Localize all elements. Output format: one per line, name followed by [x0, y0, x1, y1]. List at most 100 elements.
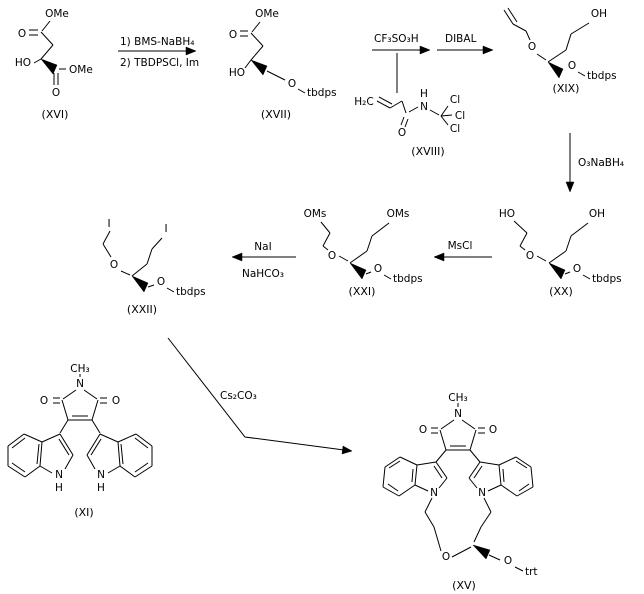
- arrow-step4: O₃NaBH₄: [565, 133, 624, 193]
- xi-bonds: [7, 374, 153, 478]
- xvi-label: (XVI): [42, 108, 69, 121]
- xv-n-indole-right: N: [478, 487, 486, 499]
- wedge-bond: [472, 544, 491, 560]
- xxi-oms-right: OMs: [387, 208, 410, 220]
- xv-n-imide: N: [454, 408, 462, 420]
- xx-oh: OH: [589, 208, 605, 220]
- xvii-o-carbonyl: O: [229, 29, 237, 41]
- xviii-cl-2: Cl: [455, 110, 465, 122]
- arrow-step1: 1) BMS-NaBH₄ 2) TBDPSCl, Im: [118, 36, 199, 69]
- xix-label: (XIX): [553, 82, 580, 95]
- xv-bonds: [382, 403, 534, 572]
- xxii-bonds: [102, 230, 175, 293]
- xvi-ome-bottom: OMe: [69, 64, 93, 76]
- reagent-step1-line1: 1) BMS-NaBH₄: [120, 36, 194, 48]
- reagent-step2: CF₃SO₃H: [374, 33, 419, 45]
- xviii-h: H: [420, 88, 428, 100]
- xviii-o-carbonyl: O: [398, 127, 406, 139]
- reagent-step3: DIBAL: [445, 33, 477, 45]
- xvi-bonds: [29, 20, 66, 85]
- xxi-tbdps: tbdps: [393, 273, 423, 285]
- compound-xvi: OMe O HO OMe O (XVI): [15, 8, 93, 121]
- xv-o-right: O: [489, 424, 497, 436]
- xv-o-ether: O: [442, 551, 450, 563]
- xxi-label: (XXI): [349, 285, 376, 298]
- arrowhead: [185, 46, 197, 56]
- arrowhead: [419, 45, 431, 55]
- xvii-bonds: [240, 21, 306, 94]
- compound-xi: CH₃ N O O N H N H (XI): [7, 363, 153, 519]
- arrow-step3: DIBAL: [437, 33, 494, 55]
- xi-o-left: O: [40, 395, 48, 407]
- xvi-o-carbonyl-bottom: O: [52, 87, 60, 99]
- xx-o-ether: O: [526, 250, 534, 262]
- xviii-n: N: [420, 101, 428, 113]
- wedge-bond: [349, 262, 367, 280]
- reagent-step7: Cs₂CO₃: [220, 390, 257, 402]
- xxi-o-ether: O: [328, 250, 336, 262]
- xv-n-indole-left: N: [430, 487, 438, 499]
- wedge-bond: [131, 275, 149, 293]
- xvii-ho: HO: [229, 67, 245, 79]
- arrow-step2: CF₃SO₃H: [372, 33, 431, 93]
- xvi-ome-top: OMe: [45, 8, 69, 20]
- xx-bonds: [513, 220, 591, 280]
- arrow-step5: MsCl: [433, 240, 492, 262]
- xi-h-right: H: [97, 482, 105, 494]
- xx-ho: HO: [499, 208, 515, 220]
- xviii-cl-3: Cl: [450, 123, 460, 135]
- xvii-tbdps: tbdps: [307, 87, 337, 99]
- xix-o-ether: O: [528, 41, 536, 53]
- xv-ch3: CH₃: [448, 392, 467, 404]
- compound-xxii: I I O O tbdps (XXII): [102, 218, 206, 316]
- xvii-label: (XVII): [261, 108, 291, 121]
- xviii-label: (XVIII): [411, 145, 444, 158]
- arrow-step6: NaI NaHCO₃: [231, 241, 296, 280]
- arrow-step7: Cs₂CO₃: [167, 337, 353, 455]
- xvi-ho: HO: [15, 57, 31, 69]
- xi-n-imide: N: [76, 378, 84, 390]
- xx-tbdps: tbdps: [592, 273, 622, 285]
- xxii-i-right: I: [164, 223, 167, 235]
- reagent-step1-line2: 2) TBDPSCl, Im: [120, 57, 199, 69]
- xv-trt: trt: [525, 566, 538, 578]
- xi-n-indole-right: N: [97, 469, 105, 481]
- xxii-label: (XXII): [127, 303, 157, 316]
- xxii-o-silyl: O: [157, 276, 165, 288]
- compound-xv: CH₃ N O O N N O O trt (XV): [382, 392, 538, 592]
- arrowhead: [231, 252, 243, 262]
- compound-xx: HO OH O O tbdps (XX): [499, 208, 622, 298]
- xxi-bonds: [320, 221, 392, 280]
- xv-o-trityl: O: [504, 555, 512, 567]
- xi-o-right: O: [112, 395, 120, 407]
- xviii-cl-1: Cl: [450, 94, 460, 106]
- wedge-bond: [548, 262, 566, 280]
- compound-xviii: H₂C O N H Cl Cl Cl (XVIII): [354, 88, 465, 158]
- compound-xxi: OMs OMs O O tbdps (XXI): [304, 208, 423, 298]
- arrowhead: [341, 445, 353, 455]
- xxii-tbdps: tbdps: [176, 286, 206, 298]
- compound-xvii: OMe O HO O tbdps (XVII): [229, 8, 337, 121]
- compound-xix: OH O O tbdps (XIX): [503, 7, 617, 95]
- xv-o-left: O: [419, 424, 427, 436]
- xxii-o-ether: O: [110, 259, 118, 271]
- xxi-o-silyl: O: [374, 263, 382, 275]
- arrowhead: [565, 181, 575, 193]
- reagent-step6-line2: NaHCO₃: [242, 268, 284, 280]
- xix-oh: OH: [591, 8, 607, 20]
- xi-h-left: H: [55, 482, 63, 494]
- wedge-bond: [547, 61, 564, 79]
- xi-n-indole-left: N: [55, 469, 63, 481]
- xx-o-silyl: O: [573, 263, 581, 275]
- xi-ch3: CH₃: [70, 363, 89, 375]
- xix-tbdps: tbdps: [587, 70, 617, 82]
- arrowhead: [482, 45, 494, 55]
- wedge-bond: [40, 58, 58, 75]
- xvii-ome: OMe: [255, 8, 279, 20]
- xix-o-silyl: O: [568, 60, 576, 72]
- xv-label: (XV): [452, 579, 476, 592]
- wedge-bond: [250, 59, 268, 76]
- xvi-o-carbonyl-top: O: [18, 28, 26, 40]
